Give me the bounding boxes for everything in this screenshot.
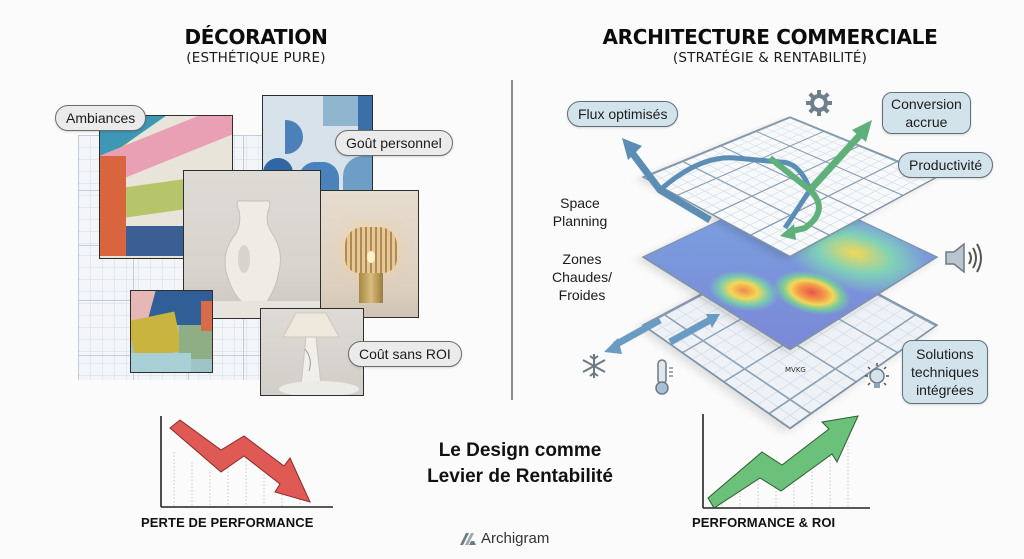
callout-productivite: Productivité <box>898 152 994 178</box>
folded-fabric-image <box>130 290 213 373</box>
callout-conversion-accrue: Conversion accrue <box>882 92 971 134</box>
marble-table-lamp-image <box>260 308 364 396</box>
left-subtitle: (ESTHÉTIQUE PURE) <box>186 50 326 66</box>
snowflake-icon <box>582 354 606 378</box>
right-subtitle: (STRATÉGIE & RENTABILITÉ) <box>672 50 868 66</box>
label-gout-personnel: Goût personnel <box>335 130 453 156</box>
callout-conversion-line1: Conversion <box>891 96 962 112</box>
rattan-lamp-image <box>320 190 419 318</box>
speaker-icon <box>945 242 982 274</box>
label-ambiances: Ambiances <box>55 105 147 131</box>
label-cout-sans-roi: Coût sans ROI <box>348 341 462 367</box>
thermometer-icon <box>655 359 673 395</box>
center-title-line1: Le Design comme <box>438 440 602 461</box>
callout-solutions-line1: Solutions <box>916 346 974 362</box>
label-perte-performance: PERTE DE PERFORMANCE <box>141 515 314 530</box>
center-title-line2: Levier de Rentabilité <box>427 466 613 487</box>
right-heading: ARCHITECTURE COMMERCIALE (STRATÉGIE & RE… <box>570 25 970 67</box>
flow-arrows: MVKG <box>604 120 872 374</box>
brand-logo: Archigram <box>460 530 549 547</box>
right-title: ARCHITECTURE COMMERCIALE <box>602 25 938 49</box>
zones-line3: Froides <box>558 287 606 303</box>
label-space-planning: Space Planning <box>550 194 610 230</box>
table-lamp-shape <box>279 312 359 395</box>
zones-line2: Chaudes/ <box>552 269 612 285</box>
plan-tag: MVKG <box>785 366 806 374</box>
left-heading: DÉCORATION (ESTHÉTIQUE PURE) <box>156 25 356 67</box>
callout-solutions-techniques: Solutions techniques intégrées <box>902 340 988 404</box>
decline-arrow <box>169 419 311 503</box>
space-line2: Planning <box>552 213 608 229</box>
brand-name: Archigram <box>481 530 550 547</box>
decline-chart <box>160 416 333 508</box>
callout-solutions-line2: techniques <box>911 364 979 380</box>
center-title: Le Design comme Levier de Rentabilité <box>380 438 660 490</box>
left-title: DÉCORATION <box>184 25 328 49</box>
isometric-floorplan-stack: MVKG <box>560 80 1020 430</box>
section-divider <box>511 80 513 400</box>
growth-chart <box>702 414 870 509</box>
callout-flux-optimises: Flux optimisés <box>567 101 679 127</box>
archigram-logo-icon <box>460 532 476 545</box>
callout-conversion-line2: accrue <box>905 114 948 130</box>
gear-icon <box>806 90 832 116</box>
callout-solutions-line3: intégrées <box>916 382 974 398</box>
label-zones-chaudes-froides: Zones Chaudes/ Froides <box>552 250 612 304</box>
label-performance-roi: PERFORMANCE & ROI <box>692 515 836 530</box>
zones-line1: Zones <box>562 251 602 267</box>
lightbulb-icon <box>865 363 889 388</box>
growth-arrow <box>707 415 859 509</box>
space-line1: Space <box>560 195 600 211</box>
